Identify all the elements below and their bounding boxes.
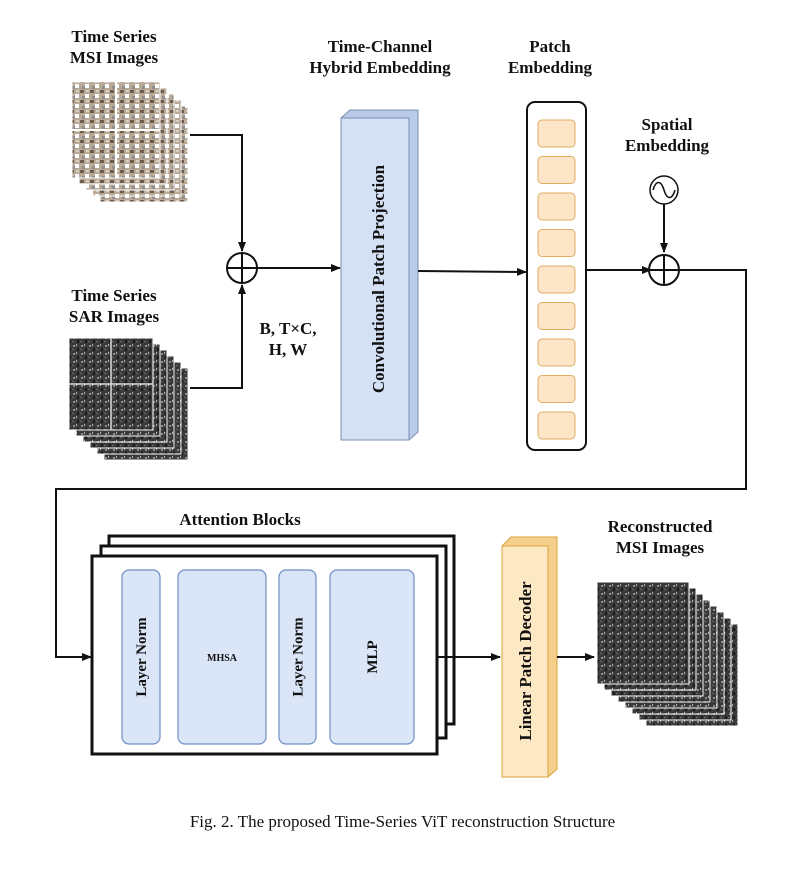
patch-token <box>537 229 576 257</box>
sar-input-arrow <box>190 284 246 389</box>
attention-layers: Layer Norm MHSA Layer Norm MLP <box>121 569 415 745</box>
patch-token <box>537 265 576 294</box>
layer-norm-1-label: Layer Norm <box>134 617 150 697</box>
patch-token <box>537 375 576 403</box>
patch-token <box>537 156 576 184</box>
linear-patch-decoder-box: Linear Patch Decoder <box>501 536 558 778</box>
linear-patch-decoder-label: Linear Patch Decoder <box>516 581 535 741</box>
mhsa-label: MHSA <box>207 653 238 664</box>
reconstructed-image-stack <box>596 581 739 727</box>
layer-norm-1-box <box>121 569 161 745</box>
sar-image-stack <box>68 337 189 461</box>
msi-image-stack <box>71 81 189 203</box>
mlp-box <box>329 569 415 745</box>
patch-token <box>537 192 576 221</box>
patch-token <box>537 338 576 367</box>
tensor-shape-label: B, T×C, H, W <box>259 319 317 359</box>
spatial-embedding-icon <box>649 175 679 205</box>
conv-patch-projection-box: Convolutional Patch Projection <box>340 109 419 441</box>
layer-norm-2-box <box>278 569 317 745</box>
msi-input-arrow <box>190 134 246 252</box>
patch-token <box>537 302 576 330</box>
patch-token <box>537 411 576 440</box>
msi-input-title: Time Series MSI Images <box>69 27 159 67</box>
mhsa-box <box>177 569 267 745</box>
concat-node <box>226 252 258 284</box>
spatial-embedding-title: Spatial Embedding <box>624 115 710 155</box>
projection-to-patch-arrow <box>417 267 527 276</box>
mlp-label: MLP <box>365 640 381 673</box>
hybrid-embedding-title: Time-Channel Hybrid Embedding <box>309 37 451 77</box>
add-node <box>648 254 680 286</box>
attention-blocks-title: Attention Blocks <box>179 510 301 529</box>
embedding-to-attention-arrow <box>55 269 747 661</box>
sar-input-title: Time Series SAR Images <box>68 286 160 326</box>
patch-embedding-column <box>526 101 587 451</box>
output-title: Reconstructed MSI Images <box>607 517 713 557</box>
patch-embedding-title: Patch Embedding <box>507 37 593 77</box>
layer-norm-2-label: Layer Norm <box>291 617 307 697</box>
patch-token <box>537 119 576 148</box>
figure-caption: Fig. 2. The proposed Time-Series ViT rec… <box>189 812 616 831</box>
conv-patch-projection-label: Convolutional Patch Projection <box>369 164 388 393</box>
